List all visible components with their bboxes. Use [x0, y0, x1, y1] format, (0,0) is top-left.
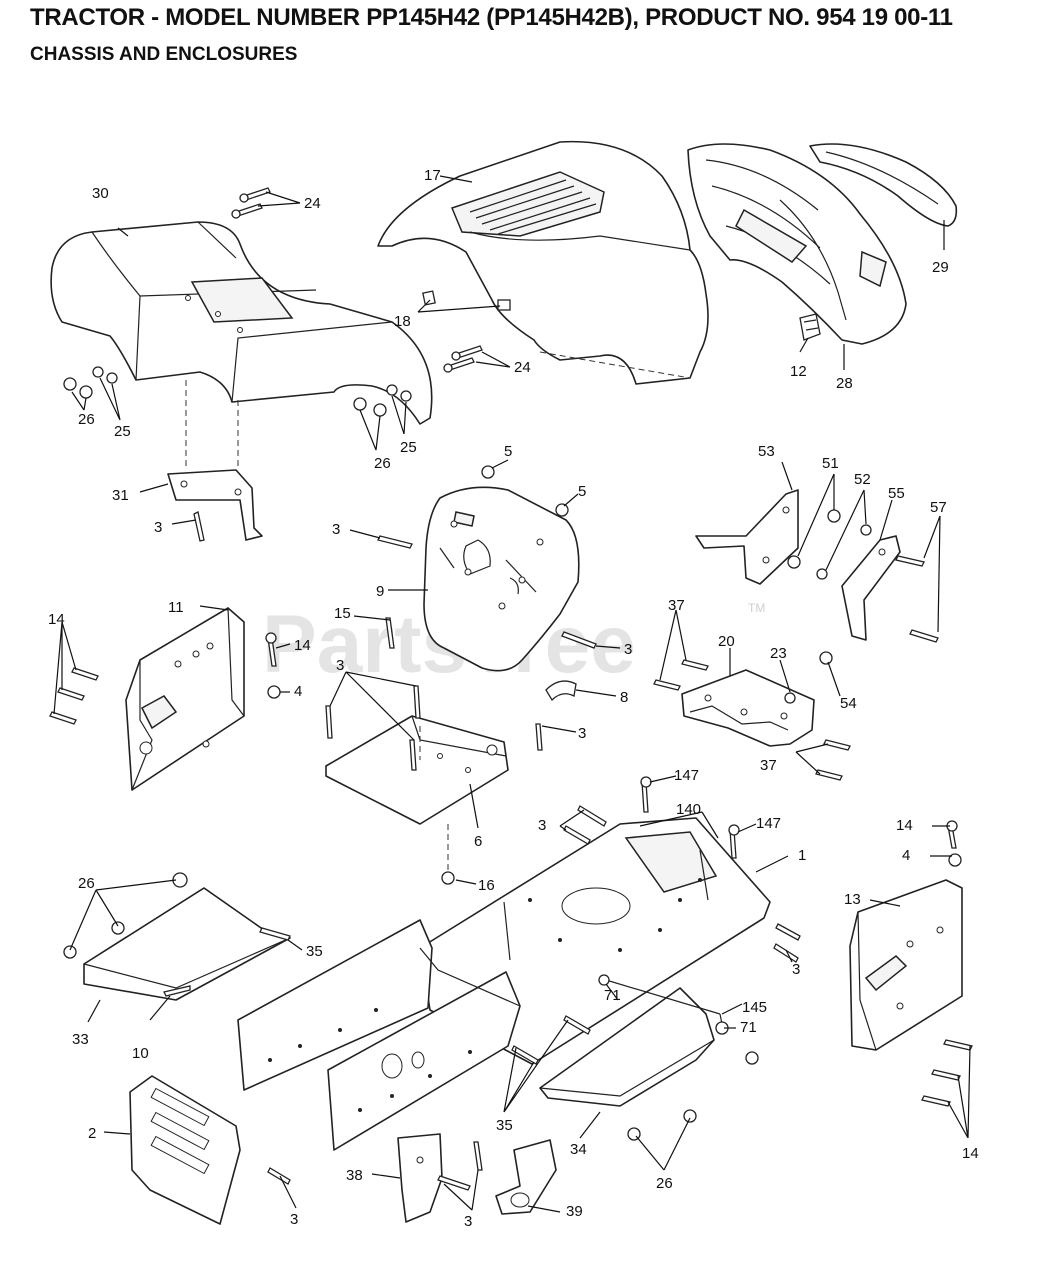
- callout-3-h: 3: [290, 1211, 298, 1228]
- callout-18: 18: [394, 313, 411, 330]
- callout-14-a: 14: [48, 611, 65, 628]
- callout-53: 53: [758, 443, 775, 460]
- callout-2: 2: [88, 1125, 96, 1142]
- right-footrest-part-34[interactable]: [539, 987, 715, 1107]
- callout-11: 11: [168, 599, 184, 616]
- callout-147-a: 147: [674, 767, 699, 784]
- callout-9: 9: [376, 583, 384, 600]
- callout-37-a: 37: [668, 597, 685, 614]
- callout-13: 13: [844, 891, 861, 908]
- callout-24b: 24: [514, 359, 531, 376]
- callout-38: 38: [346, 1167, 363, 1184]
- callout-17: 17: [424, 167, 441, 184]
- lift-bracket-part-53[interactable]: [695, 489, 799, 585]
- rear-plate-part-2[interactable]: [129, 1075, 241, 1225]
- callout-3-b: 3: [332, 521, 340, 538]
- callout-37-b: 37: [760, 757, 777, 774]
- callout-3-f: 3: [538, 817, 546, 834]
- watermark-trademark: TM: [748, 601, 765, 615]
- callout-3-c: 3: [336, 657, 344, 674]
- callout-29: 29: [932, 259, 949, 276]
- callout-33: 33: [72, 1031, 89, 1048]
- callout-14-c: 14: [896, 817, 913, 834]
- callout-20: 20: [718, 633, 735, 650]
- callout-71-a: 71: [604, 987, 621, 1004]
- callout-25b: 25: [400, 439, 417, 456]
- callout-57: 57: [930, 499, 947, 516]
- callout-28: 28: [836, 375, 853, 392]
- callout-147-b: 147: [756, 815, 781, 832]
- leader-lines: [53, 175, 971, 1213]
- callout-35-a: 35: [306, 943, 323, 960]
- lift-plate-part-55[interactable]: [841, 535, 901, 641]
- callout-140: 140: [676, 801, 701, 818]
- callout-23: 23: [770, 645, 787, 662]
- callout-145: 145: [742, 999, 767, 1016]
- callout-52: 52: [854, 471, 871, 488]
- hardware-fasteners: [49, 187, 973, 1191]
- callout-6: 6: [474, 833, 482, 850]
- callout-10: 10: [132, 1045, 149, 1062]
- callout-71-b: 71: [740, 1019, 757, 1036]
- callout-1: 1: [798, 847, 806, 864]
- callout-14-d: 14: [962, 1145, 979, 1162]
- callout-3-a: 3: [154, 519, 162, 536]
- callout-26-d: 26: [656, 1175, 673, 1192]
- floor-plate-part-6[interactable]: [325, 715, 509, 874]
- left-side-panel-part-11[interactable]: [125, 607, 245, 791]
- callout-54: 54: [840, 695, 857, 712]
- callout-15: 15: [334, 605, 351, 622]
- callout-labels: 24 30 17 29 18 24 12 28 25 26 25 26 5 5 …: [48, 167, 979, 1230]
- fender-bracket-part-31[interactable]: [167, 380, 263, 541]
- section-subtitle: CHASSIS AND ENCLOSURES: [30, 44, 298, 65]
- hood-part-17[interactable]: [377, 140, 709, 385]
- callout-3-d: 3: [624, 641, 632, 658]
- callout-8: 8: [620, 689, 628, 706]
- callout-39: 39: [566, 1203, 583, 1220]
- callout-3-g: 3: [792, 961, 800, 978]
- callout-5: 5: [504, 443, 512, 460]
- callout-3-i: 3: [464, 1213, 472, 1230]
- main-frame-part-1[interactable]: [237, 817, 771, 1151]
- callout-3-e: 3: [578, 725, 586, 742]
- support-plate-part-20[interactable]: [681, 669, 815, 747]
- callout-51: 51: [822, 455, 839, 472]
- callout-30: 30: [92, 185, 109, 202]
- callout-12: 12: [790, 363, 807, 380]
- callout-5b: 5: [578, 483, 586, 500]
- bracket-part-39[interactable]: [495, 1139, 557, 1215]
- callout-26-c: 26: [78, 875, 95, 892]
- callout-16: 16: [478, 877, 495, 894]
- callout-26b: 26: [374, 455, 391, 472]
- callout-14-b: 14: [294, 637, 311, 654]
- callout-34: 34: [570, 1141, 587, 1158]
- left-footrest-part-33[interactable]: [83, 887, 291, 1001]
- bracket-part-38[interactable]: [397, 1133, 443, 1223]
- clip-part-8[interactable]: [545, 680, 577, 702]
- callout-26: 26: [78, 411, 95, 428]
- right-side-panel-part-13[interactable]: [849, 879, 963, 1051]
- grille-part-28[interactable]: [687, 143, 907, 345]
- callout-4-b: 4: [902, 847, 910, 864]
- headlight-lens-part-29[interactable]: [809, 143, 958, 227]
- callout-35-b: 35: [496, 1117, 513, 1134]
- page-title: TRACTOR - MODEL NUMBER PP145H42 (PP145H4…: [30, 4, 953, 31]
- dash-panel-part-9[interactable]: [423, 486, 580, 672]
- callout-31: 31: [112, 487, 129, 504]
- callout-55: 55: [888, 485, 905, 502]
- light-socket-part-12[interactable]: [799, 313, 821, 341]
- callout-24: 24: [304, 195, 321, 212]
- callout-25: 25: [114, 423, 131, 440]
- fender-pan-part-30[interactable]: [50, 221, 433, 425]
- callout-4-a: 4: [294, 683, 302, 700]
